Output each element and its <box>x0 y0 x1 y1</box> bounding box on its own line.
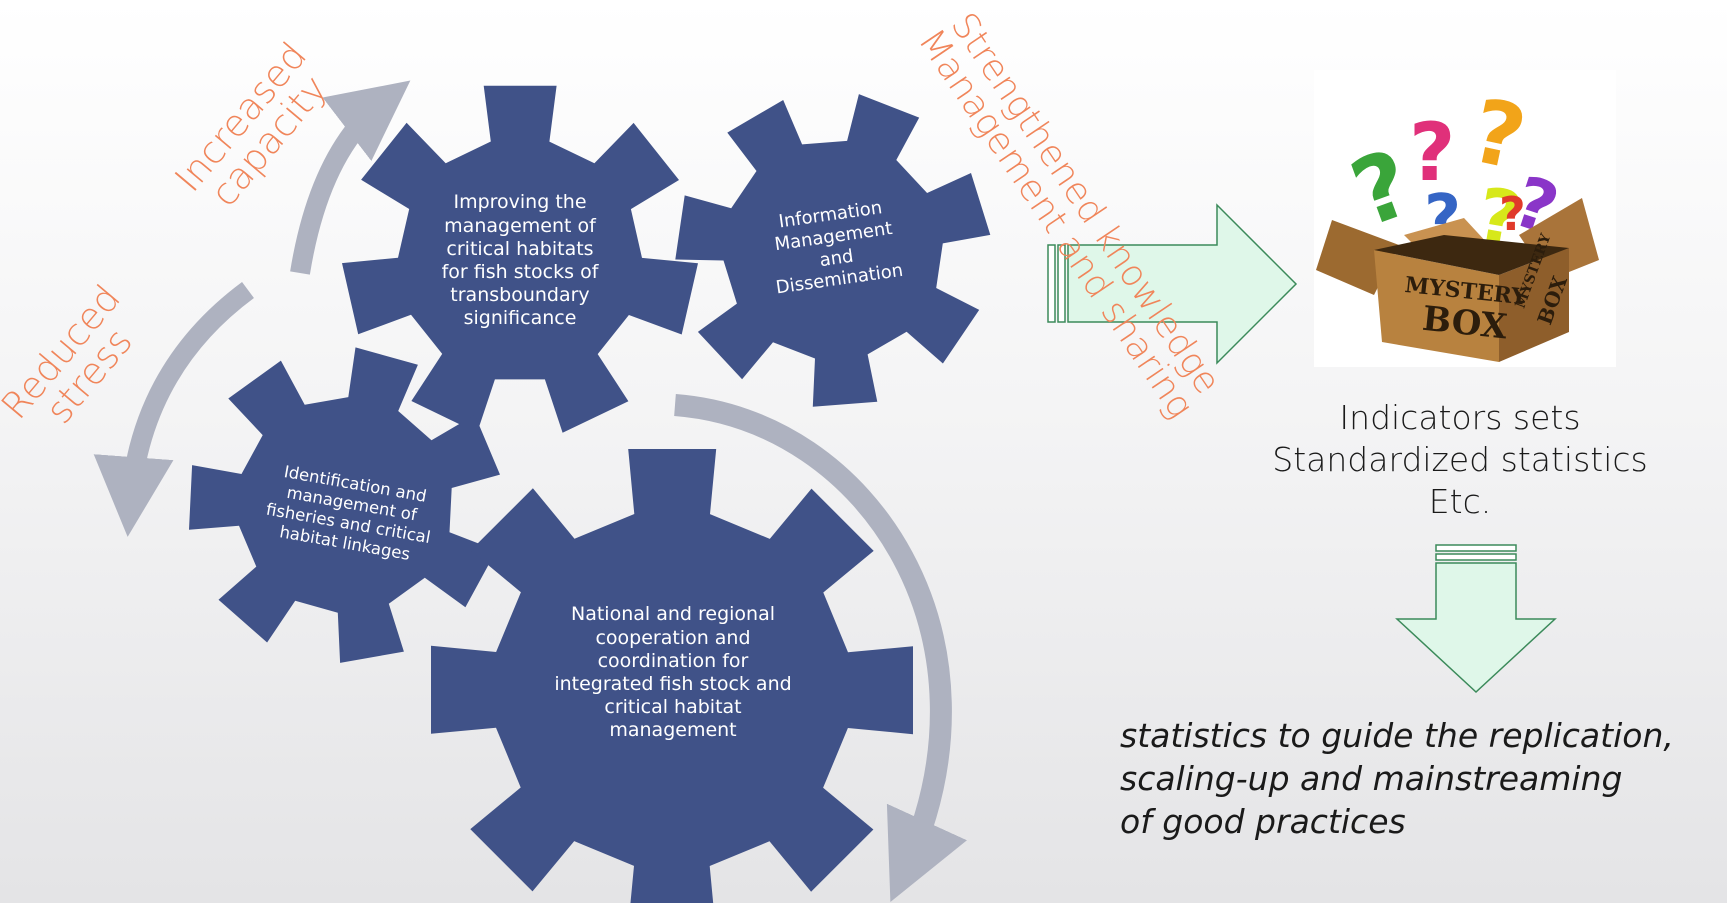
reduced-stress-arrow <box>93 281 254 537</box>
svg-text:?: ? <box>1409 106 1455 199</box>
increased-capacity-arrow <box>290 80 411 275</box>
gear-cooperation-label: National and regional cooperation and co… <box>554 603 792 742</box>
gear-habitats-label: Improving the management of critical hab… <box>441 191 599 330</box>
right-block-arrow <box>1047 203 1298 365</box>
gear-information-management <box>675 94 991 407</box>
cooperation-cycle-arrow <box>674 394 967 903</box>
statistics-note: statistics to guide the replication, sca… <box>1120 716 1674 841</box>
gear-fisheries-linkages <box>189 347 500 663</box>
indicators-text: Indicators sets Standardized statistics … <box>1272 398 1648 521</box>
svg-text:BOX: BOX <box>1420 299 1509 348</box>
down-block-arrow <box>1395 544 1557 694</box>
gear-habitats <box>342 85 698 433</box>
svg-text:?: ? <box>1499 187 1526 241</box>
gear-regional-cooperation <box>431 449 913 903</box>
mystery-box-image: ? ? ? ? ? ? ? MYSTERY BOX MYSTERY BOX <box>1314 70 1616 367</box>
